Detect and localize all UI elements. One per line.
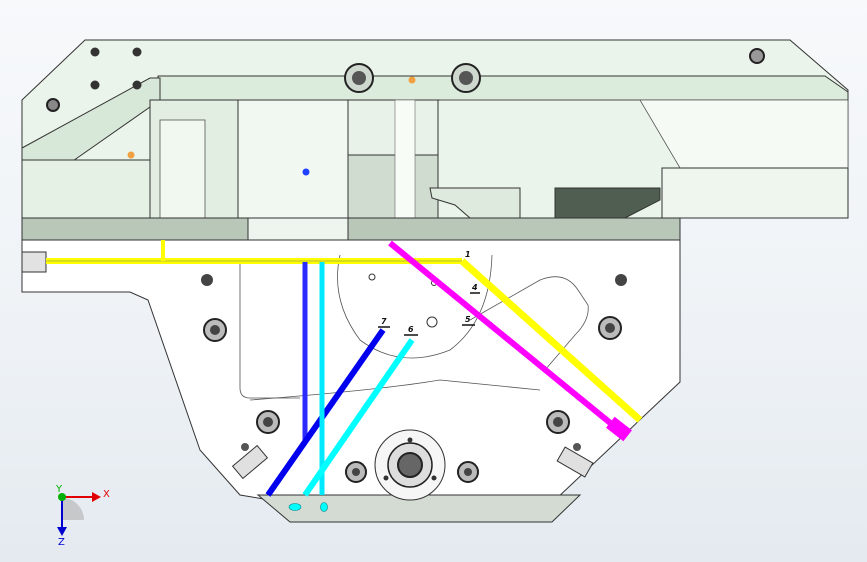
channel-label-1: 1 (465, 250, 471, 259)
channel-label-5: 5 (465, 315, 471, 324)
channel-label-4: 4 (471, 283, 478, 292)
lower-contour (249, 379, 541, 401)
marker-dot (127, 151, 135, 159)
bottom-left-plug (231, 444, 269, 480)
hole (132, 80, 142, 90)
right-lower-block (661, 167, 849, 219)
inner-contour (239, 262, 300, 399)
hole (90, 47, 100, 57)
lower-holes (201, 273, 627, 501)
channel-6-branch (302, 338, 415, 497)
left-plug (21, 251, 47, 273)
column-mid (237, 99, 349, 219)
dark-pocket (554, 187, 661, 219)
separator-rail (21, 217, 681, 241)
center-block (347, 154, 439, 219)
large-bore-outline (337, 254, 493, 359)
channel-label-7: 7 (381, 317, 387, 326)
marker-dot (302, 168, 310, 176)
hole (46, 98, 60, 112)
left-lower-panel (21, 159, 151, 219)
axis-triad: X Y Z (55, 484, 110, 548)
channel-label-6: 6 (408, 325, 414, 334)
slot-outline (469, 276, 589, 371)
hole (749, 48, 765, 64)
channel-7-branch (265, 328, 386, 497)
channel-4-line (459, 258, 643, 423)
channel-labels: 1 4 5 7 6 (378, 250, 480, 336)
hole (132, 47, 142, 57)
bottom-right-plug (556, 446, 594, 478)
column-center (347, 99, 439, 156)
center-block-light (394, 99, 416, 219)
upper-holes (46, 47, 765, 176)
axis-x-label: X (103, 489, 110, 500)
channels (46, 240, 643, 512)
channel-3-end (606, 416, 632, 442)
bottom-plate (256, 494, 582, 523)
marker-dot (408, 76, 416, 84)
channel-2-line (388, 240, 627, 438)
hole (90, 80, 100, 90)
top-rail (157, 75, 849, 101)
column-left-inner (159, 119, 206, 219)
axis-z-label: Z (58, 537, 65, 548)
axis-y-label: Y (55, 484, 63, 495)
